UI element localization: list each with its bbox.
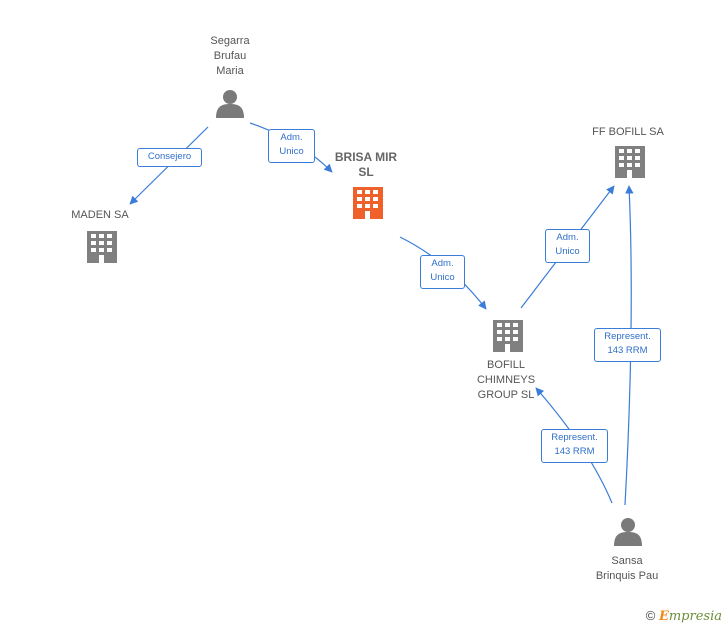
edge-label-represent[interactable]: Represent. 143 RRM bbox=[541, 429, 608, 463]
person-icon bbox=[216, 90, 244, 118]
copyright-symbol: © bbox=[645, 608, 656, 623]
edge-label-adm-unico[interactable]: Adm. Unico bbox=[268, 129, 315, 163]
footer-brand: © Empresia bbox=[646, 608, 722, 624]
node-label-ffbofill[interactable]: FF BOFILL SA bbox=[592, 126, 664, 138]
edge-label-adm-unico[interactable]: Adm. Unico bbox=[420, 255, 465, 289]
building-icon bbox=[493, 320, 523, 352]
building-icon bbox=[615, 146, 645, 178]
edge-label-adm-unico[interactable]: Adm. Unico bbox=[545, 229, 590, 263]
person-icon bbox=[614, 518, 642, 546]
node-label-brisa[interactable]: BRISA MIR SL bbox=[334, 150, 398, 179]
node-label-bofill[interactable]: BOFILL CHIMNEYS GROUP SL bbox=[476, 359, 536, 401]
node-label-maden[interactable]: MADEN SA bbox=[71, 209, 129, 221]
node-label-segarra[interactable]: Segarra Brufau Maria bbox=[210, 35, 250, 77]
empresia-logo: Empresia bbox=[658, 609, 722, 624]
building-icon bbox=[353, 187, 383, 219]
node-label-sansa[interactable]: Sansa Brinquis Pau bbox=[595, 555, 659, 582]
edge-label-consejero[interactable]: Consejero bbox=[137, 148, 202, 167]
building-icon bbox=[87, 231, 117, 263]
edge-label-represent[interactable]: Represent. 143 RRM bbox=[594, 328, 661, 362]
